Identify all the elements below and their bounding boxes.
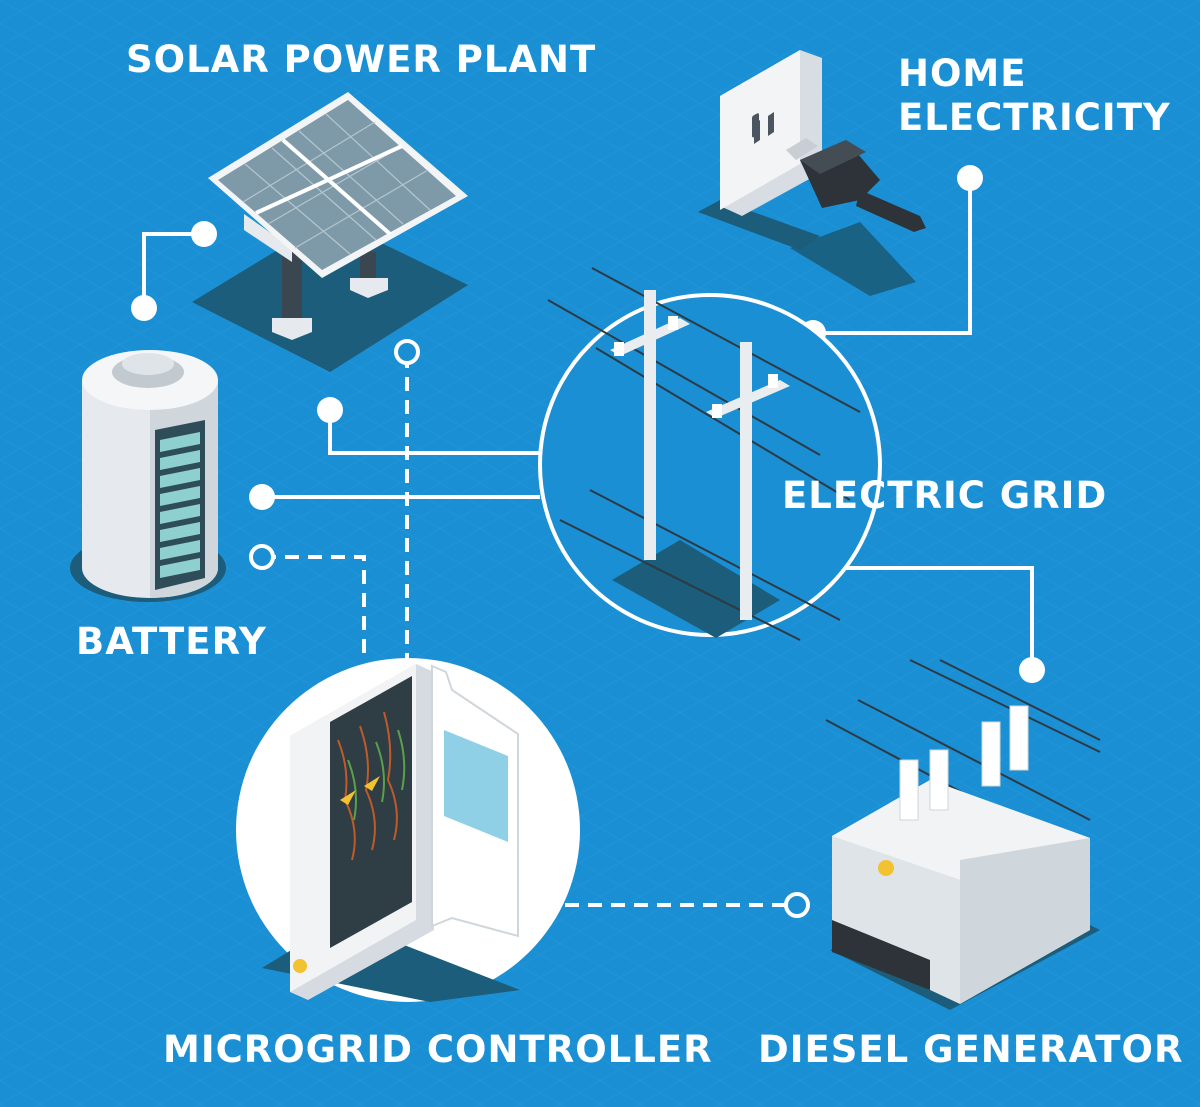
electric-grid-label: ELECTRIC GRID — [782, 474, 1108, 517]
node-battery-top — [131, 295, 157, 321]
node-home — [957, 165, 983, 191]
battery-icon — [70, 350, 226, 602]
connector-battery-controller — [262, 555, 366, 662]
node-battery-controller — [249, 544, 275, 570]
connector-grid-diesel — [845, 566, 1034, 668]
home-electricity-label-line2: ELECTRICITY — [898, 96, 1171, 139]
home-electricity-label: HOME ELECTRICITY — [898, 52, 1171, 140]
battery-label: BATTERY — [76, 620, 267, 663]
connector-grid-home — [815, 180, 972, 335]
microgrid-controller-label: MICROGRID CONTROLLER — [163, 1028, 713, 1071]
diesel-generator-label: DIESEL GENERATOR — [758, 1028, 1184, 1071]
power-outlet-icon — [698, 50, 822, 250]
transformer-icon — [825, 659, 1101, 1010]
connector-solar-grid — [328, 410, 545, 455]
node-solar-controller — [394, 339, 420, 365]
node-battery-grid — [249, 484, 275, 510]
node-controller-diesel — [784, 892, 810, 918]
solar-power-plant-label: SOLAR POWER PLANT — [126, 38, 597, 81]
node-diesel — [1019, 657, 1045, 683]
node-solar — [191, 221, 217, 247]
home-electricity-label-line1: HOME — [898, 52, 1027, 95]
connector-battery-solar — [142, 232, 204, 308]
power-plug-icon — [786, 138, 926, 296]
solar-panel-icon — [192, 92, 468, 372]
connectors — [142, 180, 1034, 907]
control-cabinet-icon — [236, 658, 580, 1002]
node-solar-grid — [317, 397, 343, 423]
utility-pole-icon — [538, 267, 882, 641]
